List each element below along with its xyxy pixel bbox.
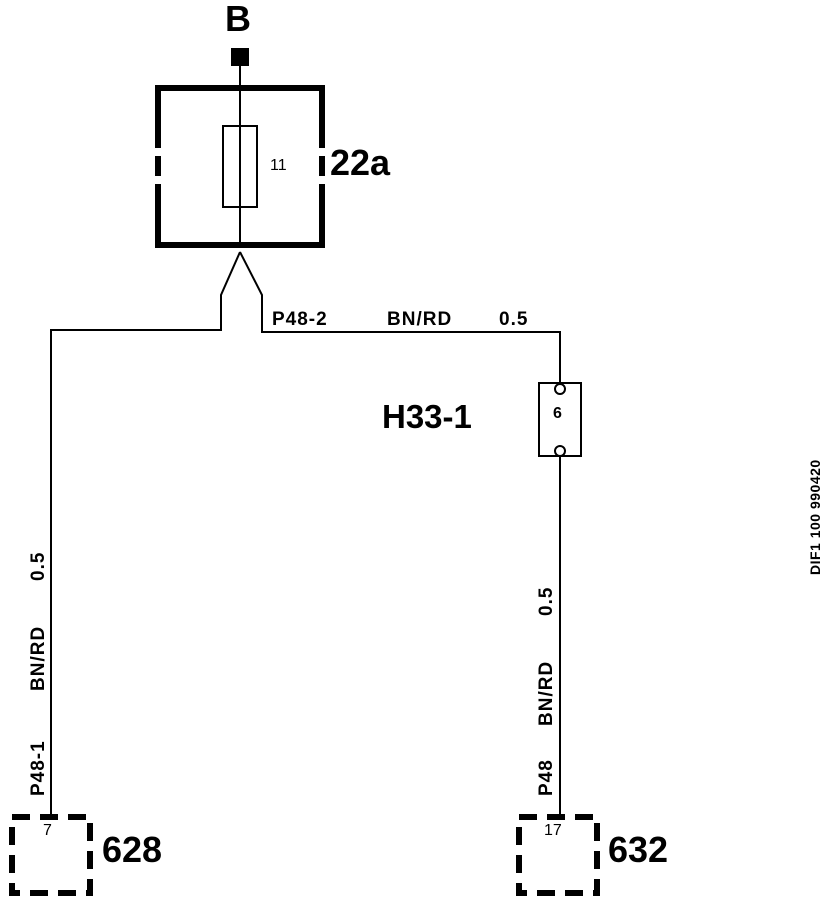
splice-branches bbox=[50, 251, 561, 815]
doc-reference: DIF1 100 990420 bbox=[807, 459, 823, 575]
fuse-box-label: 22a bbox=[330, 142, 391, 183]
component-632-box bbox=[516, 814, 600, 896]
wire-p48-2-id: P48-2 bbox=[272, 309, 328, 330]
supply-label: B bbox=[225, 0, 251, 39]
connector-h33-1-top-pin bbox=[554, 383, 566, 395]
wire-p48-1-id: P48-1 bbox=[28, 740, 49, 796]
connector-h33-1-bottom-pin bbox=[554, 445, 566, 457]
wire-p48-1-color: BN/RD bbox=[28, 626, 49, 691]
connector-h33-1-label: H33-1 bbox=[382, 398, 472, 435]
component-628-box bbox=[9, 814, 93, 896]
component-632-label: 632 bbox=[608, 829, 668, 870]
supply-terminal bbox=[231, 48, 249, 66]
component-628-label: 628 bbox=[102, 829, 162, 870]
wire-p48-lower-id: P48 bbox=[536, 759, 557, 796]
component-628-pin: 7 bbox=[43, 822, 52, 839]
wire-p48-lower-size: 0.5 bbox=[536, 587, 557, 616]
wire-p48-1-size: 0.5 bbox=[28, 552, 49, 581]
wire-p48-lower-color: BN/RD bbox=[536, 661, 557, 726]
connector-h33-1-pin: 6 bbox=[553, 405, 562, 422]
fuse-number: 11 bbox=[270, 157, 287, 174]
connector-h33-1 bbox=[538, 382, 582, 457]
wire-p48-2-size: 0.5 bbox=[499, 309, 528, 330]
wire-p48-2-color: BN/RD bbox=[387, 309, 452, 330]
component-632-pin: 17 bbox=[544, 822, 562, 839]
